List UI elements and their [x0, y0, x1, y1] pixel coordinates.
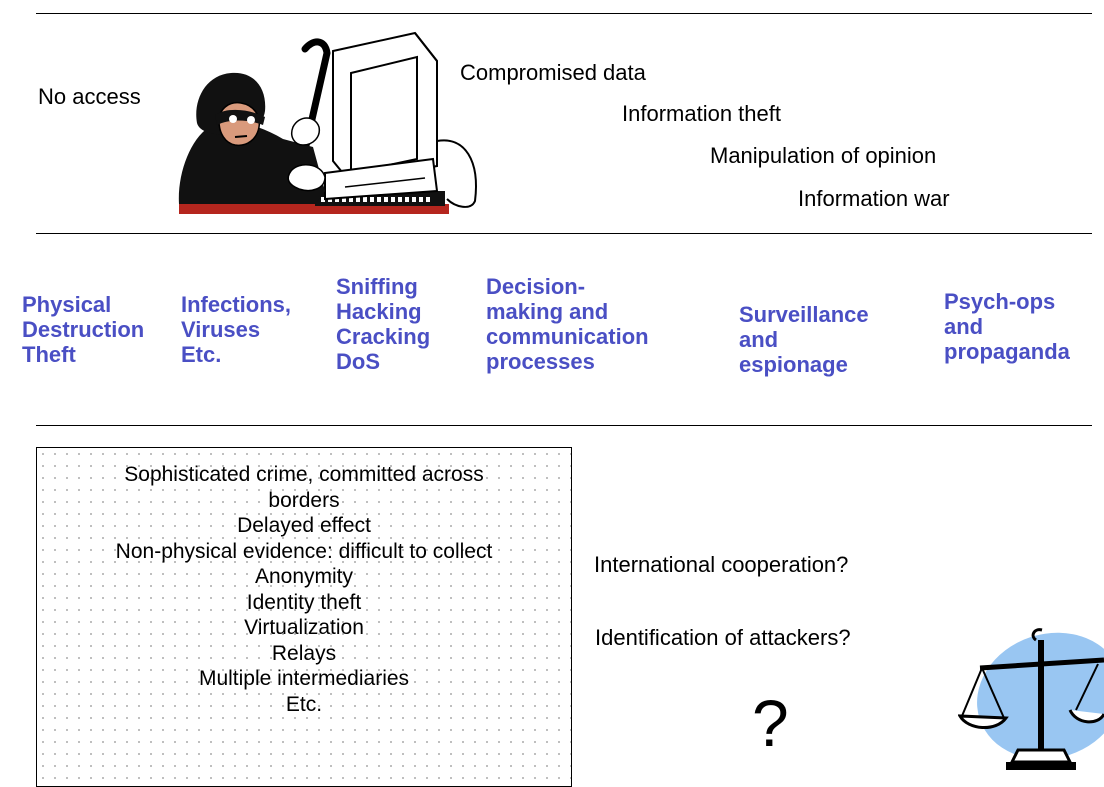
category-surveillance: Surveillance and espionage	[739, 302, 869, 377]
characteristic-item: Identity theft	[246, 590, 362, 614]
characteristic-item: Virtualization	[244, 616, 364, 639]
category-physical-line-3: Theft	[22, 342, 76, 367]
category-psych-ops: Psych-ops and propaganda	[944, 289, 1070, 364]
category-decision-line-2: making and	[486, 299, 609, 324]
category-surveillance-line-1: Surveillance	[739, 302, 869, 327]
effect-compromised-data: Compromised data	[460, 60, 646, 85]
category-infections-line-3: Etc.	[181, 342, 222, 367]
characteristic-item: Delayed effect	[237, 514, 371, 537]
question-mark: ?	[752, 686, 789, 760]
rule-2	[36, 233, 1092, 234]
category-decision-line-4: processes	[486, 349, 595, 374]
no-access-label: No access	[38, 84, 141, 109]
effect-information-war: Information war	[798, 186, 950, 211]
top-rule	[36, 13, 1092, 14]
category-sniffing-line-3: Cracking	[336, 324, 431, 349]
category-psych-ops-line-3: propaganda	[944, 339, 1070, 364]
characteristic-item: Sophisticated crime, committed across	[124, 463, 484, 486]
category-surveillance-line-3: espionage	[739, 352, 848, 377]
category-decision-line-3: communication	[486, 324, 649, 349]
characteristics-box: Sophisticated crime, committed across bo…	[36, 447, 572, 787]
category-physical: Physical Destruction Theft	[22, 292, 144, 367]
category-psych-ops-line-1: Psych-ops	[944, 289, 1056, 314]
category-infections-line-2: Viruses	[181, 317, 261, 342]
category-decision-making: Decision- making and communication proce…	[486, 274, 649, 374]
category-surveillance-line-2: and	[739, 327, 779, 352]
category-physical-line-1: Physical	[22, 292, 112, 317]
question-international-cooperation: International cooperation?	[594, 552, 849, 577]
characteristics-list: Sophisticated crime, committed across bo…	[37, 448, 571, 717]
category-decision-line-1: Decision-	[486, 274, 586, 299]
category-infections-line-1: Infections,	[181, 292, 292, 317]
rule-3	[36, 425, 1092, 426]
category-physical-line-2: Destruction	[22, 317, 145, 342]
question-identification-of-attackers: Identification of attackers?	[595, 625, 851, 650]
category-sniffing-line-1: Sniffing	[336, 274, 418, 299]
scales-of-justice-image	[958, 628, 1104, 770]
characteristic-item: borders	[268, 488, 340, 512]
characteristic-item: Etc.	[285, 692, 323, 716]
characteristic-item: Relays	[271, 641, 337, 665]
category-sniffing: Sniffing Hacking Cracking DoS	[336, 274, 430, 374]
category-infections: Infections, Viruses Etc.	[181, 292, 291, 367]
category-psych-ops-line-2: and	[944, 314, 984, 339]
characteristic-item: Multiple intermediaries	[198, 667, 410, 690]
effect-information-theft: Information theft	[622, 101, 781, 126]
category-sniffing-line-4: DoS	[336, 349, 380, 374]
characteristic-item: Anonymity	[254, 565, 354, 588]
effect-manipulation-of-opinion: Manipulation of opinion	[710, 143, 937, 168]
characteristic-item: Non-physical evidence: difficult to coll…	[115, 539, 493, 563]
category-sniffing-line-2: Hacking	[336, 299, 422, 324]
hacker-image	[178, 31, 477, 214]
